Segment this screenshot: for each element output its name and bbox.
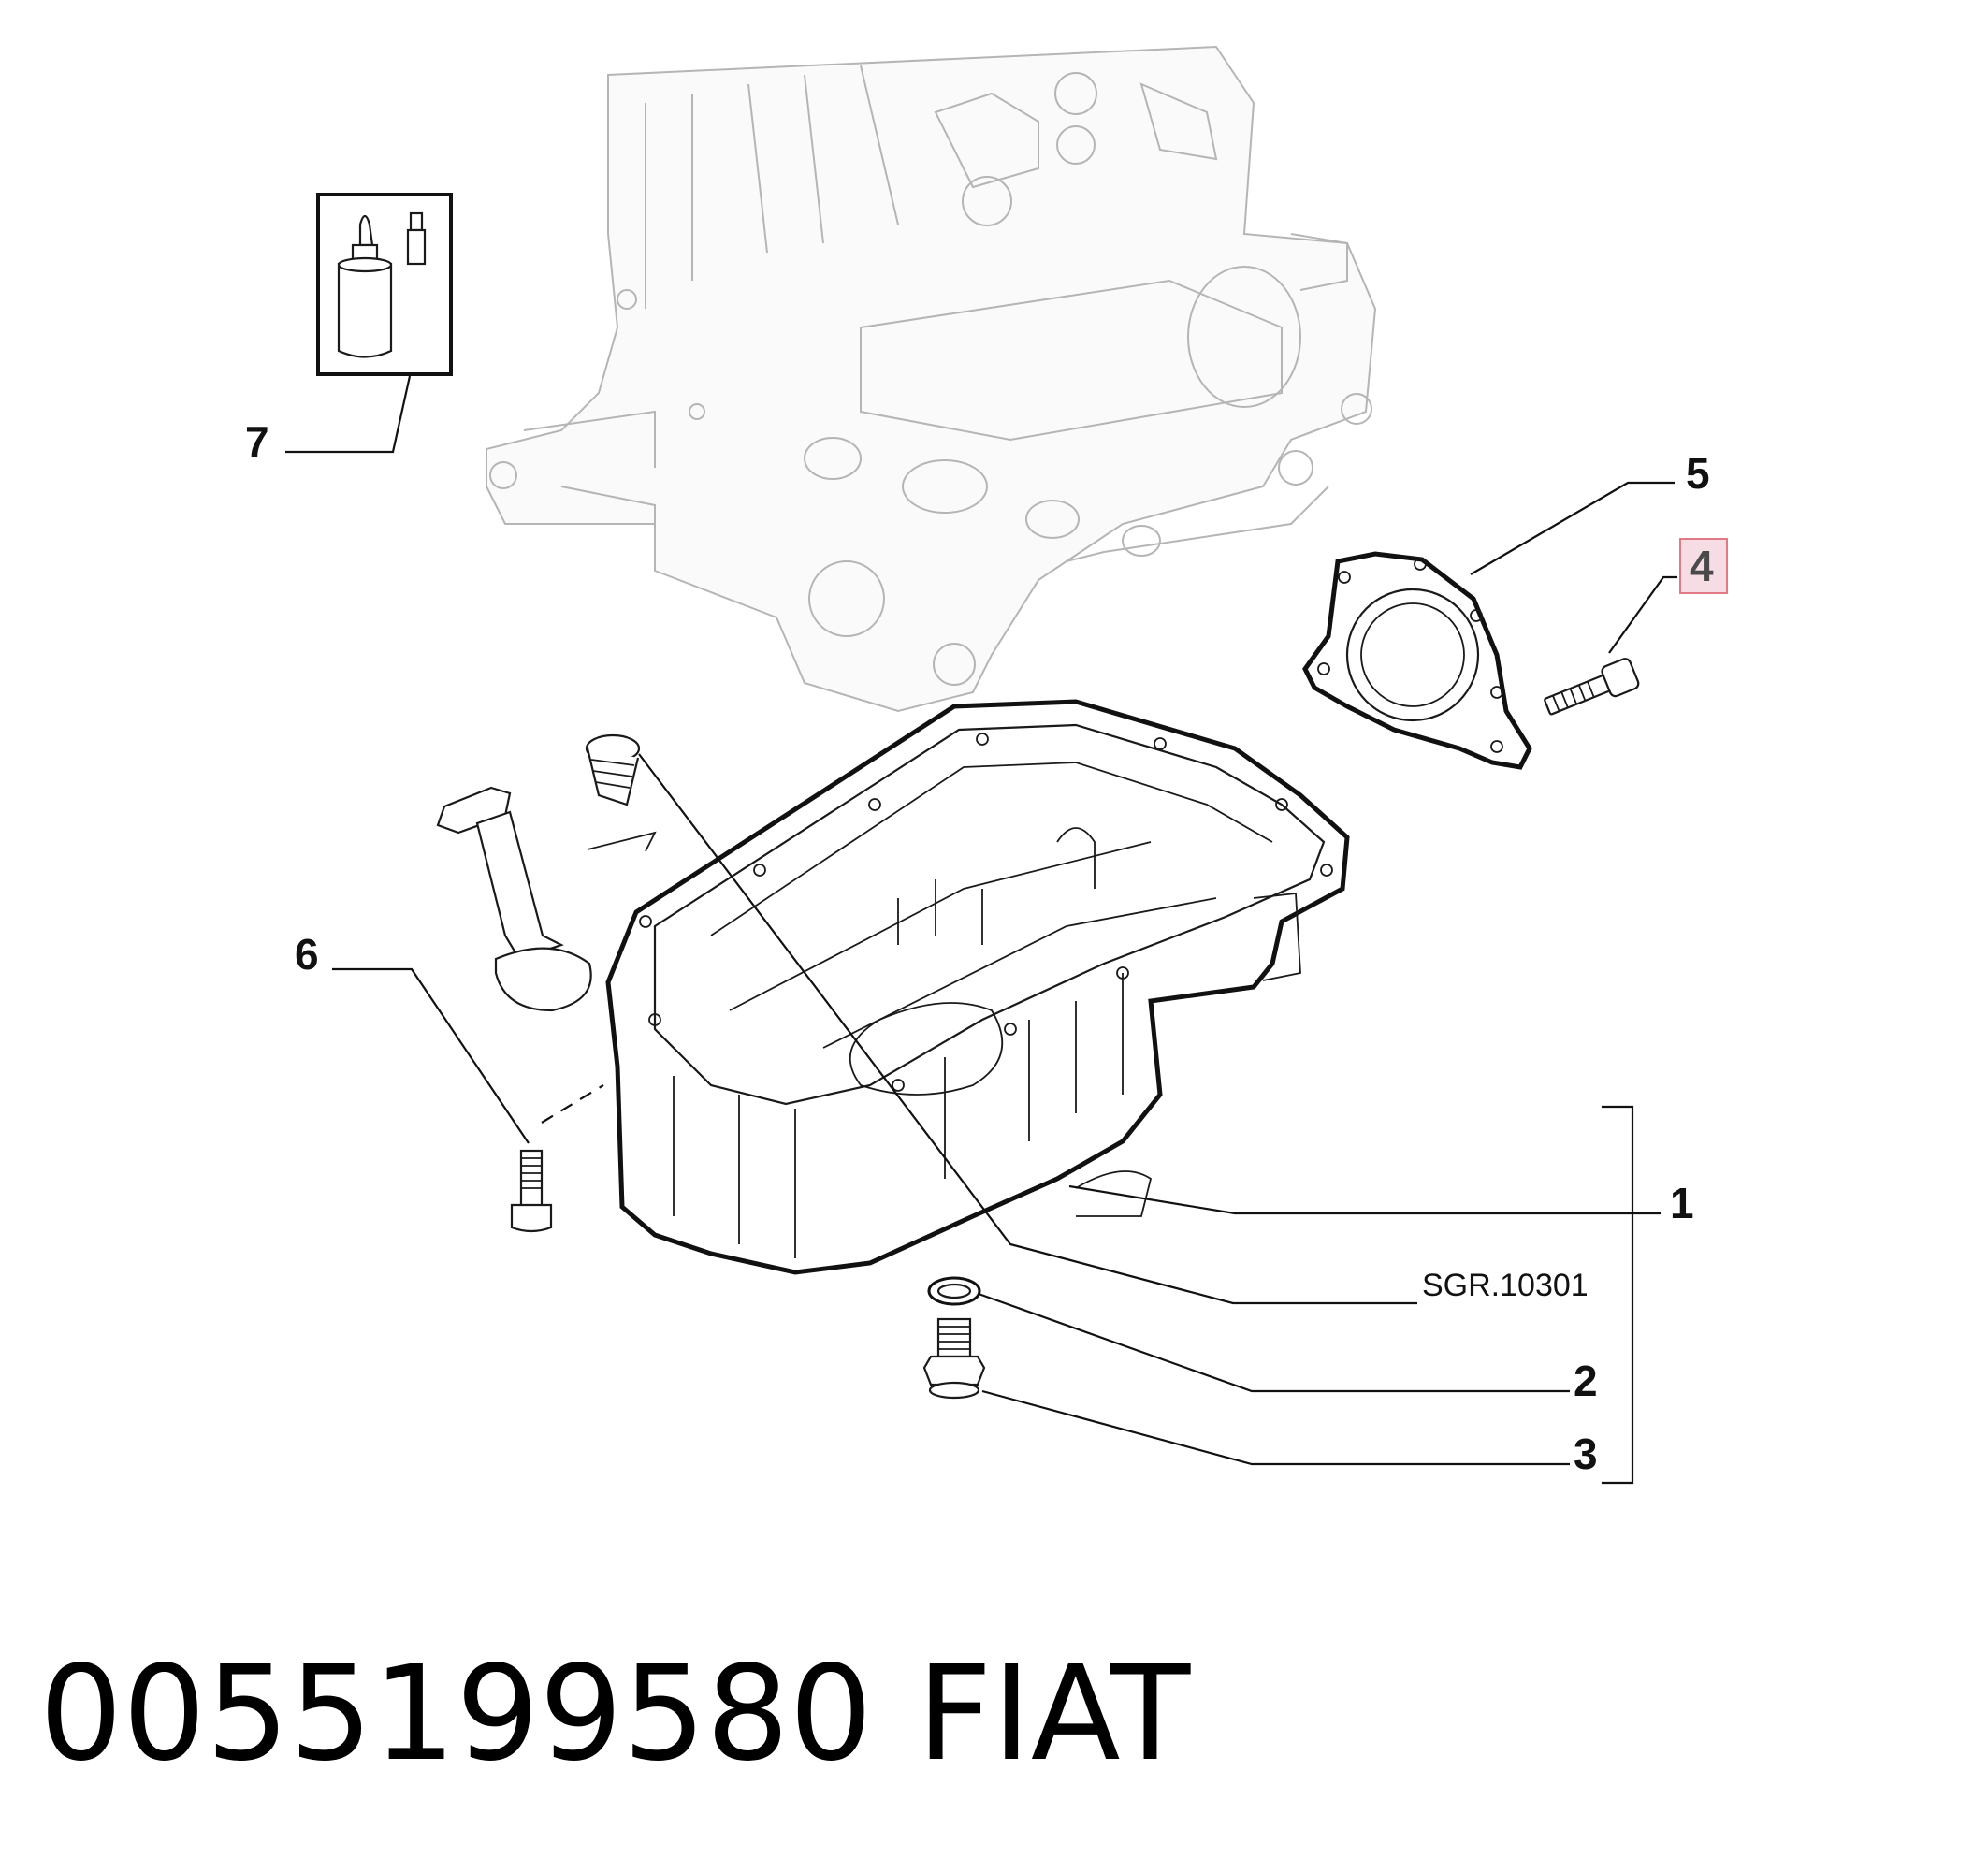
bolt-part-6 [510,1084,604,1233]
callout-6: 6 [295,930,319,979]
seal-plate-part-5 [1302,551,1532,770]
callout-4: 4 [1690,542,1714,590]
assembly-bracket [1602,1105,1634,1485]
oil-pickup-tube [436,786,592,1012]
leader-lines [285,375,1677,1485]
engine-block-ghost [486,45,1377,713]
leader-2 [978,1292,1570,1393]
reference-label: SGR.10301 [1422,1268,1589,1303]
leader-1 [1068,1184,1661,1215]
callout-5: 5 [1686,449,1710,498]
sealant-kit-part-7 [316,193,453,376]
leader-sgr [638,753,1417,1305]
part-number: 0055199580 [39,1638,873,1791]
leader-3 [981,1389,1570,1466]
drain-plug-part-3 [922,1317,986,1400]
washer-part-2 [927,1276,981,1306]
breather-plug [585,733,657,852]
callout-3: 3 [1574,1430,1598,1478]
callout-1: 1 [1670,1179,1694,1227]
footer: 0055199580 FIAT [39,1638,1191,1791]
callout-7: 7 [245,417,269,466]
leader-5 [1470,481,1675,575]
callout-2: 2 [1574,1357,1598,1405]
bolt-part-4 [1544,658,1640,716]
leader-6 [332,967,530,1144]
oil-pan-part-1 [605,699,1350,1275]
callout-labels: 7 5 4 6 1 SGR.10301 2 3 [245,417,1728,1478]
callout-4-highlight [1679,538,1728,594]
leader-4 [1608,575,1677,654]
brand-name: FIAT [917,1638,1191,1791]
leader-7 [285,375,412,454]
